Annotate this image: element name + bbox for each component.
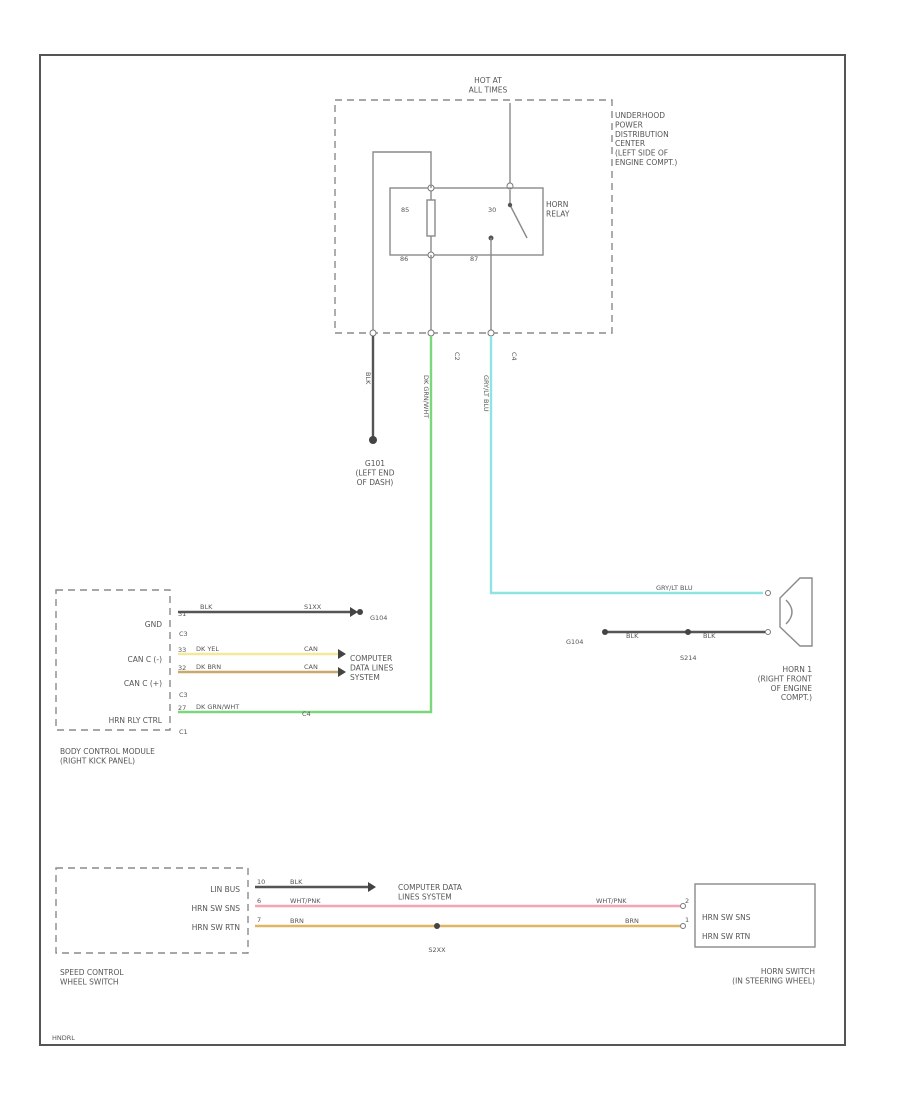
bcm-pin2-num: 33 (178, 646, 186, 654)
pin-87-label: 87 (470, 255, 478, 263)
footer-code: HNDRL (52, 1034, 75, 1042)
coil-feed-loop (372, 151, 432, 330)
bcm-c4-tag: C4 (302, 710, 311, 718)
horn-bell (785, 599, 793, 625)
relay-control-wire (178, 336, 433, 714)
horn-ground-label-1: BLK (626, 632, 639, 640)
bcm-can-low-arrow (338, 649, 346, 659)
speed-pin-sense: HRN SW SNS (191, 904, 240, 913)
ground-wire-label: BLK (364, 372, 372, 385)
horn-switch-p2: 1 (685, 916, 689, 924)
bcm-ground-splice: S1XX (304, 603, 322, 611)
bcm-pin-canc-h: CAN C (+) (124, 679, 162, 688)
bcm-can-high-label: DK BRN (196, 663, 221, 671)
horn-switch-box (694, 883, 816, 948)
bcm-ground-wire-label: BLK (200, 603, 213, 611)
bcm-ground-dot (357, 609, 363, 615)
bcm-name: BODY CONTROL MODULE(RIGHT KICK PANEL) (60, 747, 155, 765)
bcm-can-high-tag: CAN (304, 663, 318, 671)
horn-ground-label-2: BLK (703, 632, 716, 640)
horn-switch-pin-rtn: HRN SW RTN (702, 932, 750, 941)
speed-pin-rtn: HRN SW RTN (192, 923, 240, 932)
speed-linbus-arrow (368, 882, 376, 892)
speed-p2: 6 (257, 897, 261, 905)
bcm-pin3-num: 32 (178, 664, 186, 672)
horn-body (779, 577, 813, 647)
bcm-conn-c1: C1 (179, 728, 188, 736)
horn-feed-label: GRY/LT BLU (656, 584, 693, 592)
horn-switch-p1: 2 (685, 897, 689, 905)
speed-p1: 10 (257, 878, 265, 886)
horn-ground-dot-mid (685, 629, 691, 635)
bcm-conn-c3b: C3 (179, 691, 188, 699)
horn-feed-wire (489, 336, 763, 595)
pdc-conn-86 (427, 329, 435, 337)
horn-switch-name: HORN SWITCH(IN STEERING WHEEL) (732, 967, 815, 985)
horn-return-label-left: BRN (290, 917, 304, 925)
bcm-pin1-num: 31 (178, 610, 186, 618)
bcm-can-low-tag: CAN (304, 645, 318, 653)
horn-switch-pin-sense: HRN SW SNS (702, 913, 751, 922)
speed-pin-linbus: LIN BUS (210, 885, 240, 894)
relay-switch-blade (509, 204, 528, 239)
horn-return-splice-dot (434, 923, 440, 929)
horn-ground-dot-left (602, 629, 608, 635)
horn-sense-label-left: WHT/PNK (290, 897, 321, 905)
bcm-pin-gnd: GND (145, 620, 162, 629)
horn-switch-pin-1 (680, 903, 686, 909)
pdc-conn-87 (487, 329, 495, 337)
pdc-conn-c2: C2 (453, 352, 461, 361)
horn-return-label-right: BRN (625, 917, 639, 925)
pdc-conn-ground (369, 329, 377, 337)
bcm-ground-label: G104 (370, 614, 387, 622)
bcm-can-low-label: DK YEL (196, 645, 219, 653)
pin-30-label: 30 (488, 206, 496, 214)
relay-control-wire-label: DK GRN/WHT (422, 375, 430, 418)
relay-switch-pivot (507, 202, 513, 208)
horn-pin-2 (765, 629, 771, 635)
bcm-pin-canc-l: CAN C (-) (127, 655, 162, 664)
bcm-pin-horn-ctrl: HRN RLY CTRL (109, 716, 163, 725)
horn-pin-1 (765, 590, 771, 596)
horn-ground-g-left: G104 (566, 638, 583, 646)
pdc-box (334, 99, 613, 334)
horn-ground-g-right: S214 (680, 654, 697, 662)
ground-point (369, 436, 377, 444)
speed-p3: 7 (257, 916, 261, 924)
horn-feed-wire-label: GRY/LT BLU (482, 375, 490, 412)
diagram-frame (39, 54, 846, 1046)
horn-sense-label-right: WHT/PNK (596, 897, 627, 905)
speed-switch-box (55, 867, 249, 954)
bcm-ground-arrow (350, 607, 358, 617)
pin-86-label: 86 (400, 255, 408, 263)
bcm-can-high-arrow (338, 667, 346, 677)
bcm-conn-c3a: C3 (179, 630, 188, 638)
pdc-conn-c4: C4 (510, 352, 518, 361)
speed-linbus-label: BLK (290, 878, 303, 886)
horn-switch-pin-2 (680, 923, 686, 929)
bcm-pin4-num: 27 (178, 704, 186, 712)
horn-relay-box (389, 187, 544, 256)
horn-return-splice-label: S2XX (428, 946, 446, 954)
bcm-box (55, 589, 171, 731)
pin-85-label: 85 (401, 206, 409, 214)
bcm-horn-ctrl-wire-label: DK GRN/WHT (196, 703, 239, 711)
